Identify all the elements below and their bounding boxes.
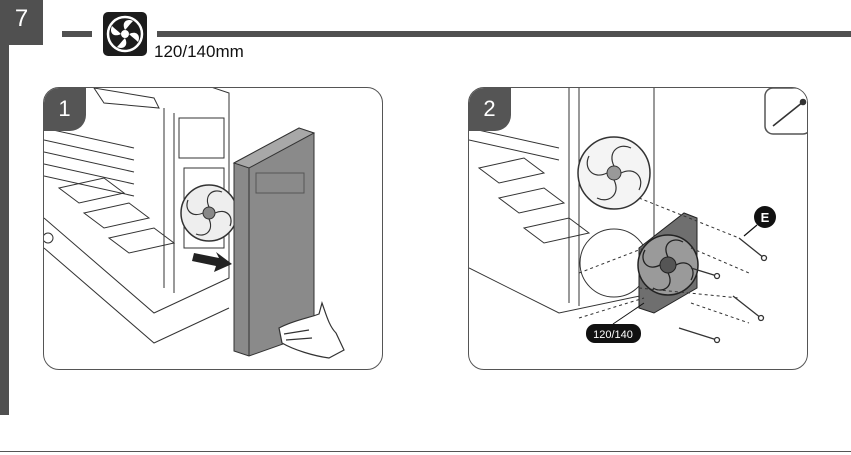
fan-size-tag-label: 120/140 (593, 329, 633, 341)
callout-label: E (761, 210, 770, 225)
panel-remove-side-panel: 1 (43, 87, 383, 370)
header-dash (62, 31, 92, 37)
fan-size-label: 120/140mm (154, 42, 244, 62)
step-number: 7 (15, 5, 28, 33)
callout-badge: E (744, 206, 776, 236)
fan-size-tag: 120/140 (586, 303, 644, 343)
fan-icon (181, 185, 237, 241)
panel-number: 2 (483, 96, 495, 122)
panel-number: 1 (58, 96, 70, 122)
step-number-badge: 7 (0, 0, 43, 45)
panel-install-fan: E 120/140 2 (468, 87, 808, 370)
bottom-rule (0, 451, 851, 452)
fan-install-illustration: E 120/140 (469, 88, 808, 370)
left-bar (0, 45, 9, 415)
arrow-icon (192, 252, 232, 272)
panel-number-badge: 2 (468, 87, 511, 131)
fan-icon (638, 213, 698, 313)
case-side-panel-illustration (44, 88, 383, 370)
fan-icon (103, 12, 147, 56)
screw-inset (765, 88, 808, 134)
header-rule (157, 31, 851, 37)
panel-number-badge: 1 (43, 87, 86, 131)
